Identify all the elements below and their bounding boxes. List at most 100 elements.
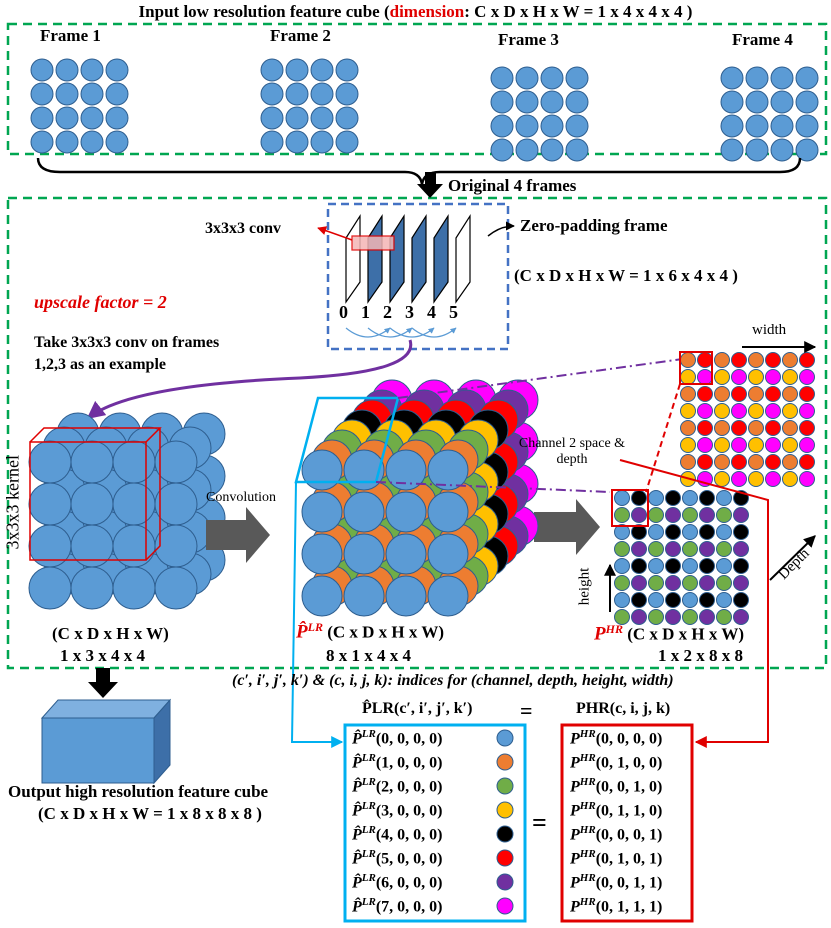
hr-front-dot — [699, 575, 715, 591]
frame-index-0: 0 — [339, 302, 348, 322]
kernel-dot — [112, 440, 156, 484]
mapping-color-dot — [496, 873, 514, 891]
feature-dot — [565, 138, 589, 162]
hr-front-dot — [665, 575, 681, 591]
hr-back-dot — [697, 420, 713, 436]
lr-dot — [427, 491, 469, 533]
slice-arc — [345, 327, 391, 338]
hr-back-dot — [697, 437, 713, 453]
mapping-color-dot — [496, 825, 514, 843]
convolution-label: Convolution — [206, 490, 277, 505]
hr-front-dot — [716, 524, 732, 540]
hr-back-dot — [748, 420, 764, 436]
feature-dot — [565, 90, 589, 114]
feature-dot — [795, 66, 819, 90]
kernel-dot — [70, 566, 114, 610]
hr-back-highlight — [679, 351, 713, 385]
indices-note: (c′, i′, j′, k′) & (c, i, j, k): indices… — [232, 672, 674, 689]
hr-front-dot — [614, 609, 630, 625]
hr-front-dot — [682, 524, 698, 540]
feature-dot — [80, 130, 104, 154]
hr-front-dot — [614, 524, 630, 540]
feature-dot — [310, 58, 334, 82]
channel-note: Channel 2 space & depth — [518, 436, 626, 467]
hr-front-dot — [648, 575, 664, 591]
lr-dot — [385, 575, 427, 617]
convolution-arrow — [206, 507, 270, 563]
hr-connector — [619, 459, 769, 748]
hr-front-dot — [716, 541, 732, 557]
hr-front-dot — [631, 507, 647, 523]
feature-dot — [515, 114, 539, 138]
hr-front-dot — [631, 558, 647, 574]
hr-front-dot — [665, 524, 681, 540]
hr-back-dot — [748, 403, 764, 419]
feature-dot — [565, 114, 589, 138]
feature-dot — [770, 66, 794, 90]
kernel-dot — [28, 566, 72, 610]
hr-back-dot — [765, 403, 781, 419]
conv-panel-border — [326, 202, 510, 351]
feature-dot — [310, 106, 334, 130]
hr-front-dot — [716, 558, 732, 574]
feature-dot — [335, 130, 359, 154]
hr-front-dot — [699, 541, 715, 557]
feature-dot — [105, 58, 129, 82]
frame-slice — [455, 213, 471, 304]
feature-dot — [745, 66, 769, 90]
frames-brace — [36, 157, 802, 185]
hr-front-dot — [648, 592, 664, 608]
output-line-2: (C x D x H x W = 1 x 8 x 8 x 8 ) — [38, 804, 262, 823]
hr-front-dot — [631, 592, 647, 608]
frame-3-label: Frame 3 — [498, 30, 559, 49]
hr-back-dot — [748, 437, 764, 453]
feature-dot — [745, 138, 769, 162]
lr-dot — [385, 449, 427, 491]
mapping-color-dot — [496, 897, 514, 915]
hr-back-dot — [782, 369, 798, 385]
feature-dot — [565, 66, 589, 90]
frame-slice — [411, 213, 427, 304]
hr-front-dot — [682, 609, 698, 625]
hr-back-dot — [697, 386, 713, 402]
hr-map-row: PHR(0, 1, 1, 0) — [570, 800, 663, 820]
hr-front-dot — [733, 558, 749, 574]
hr-front-dot — [614, 558, 630, 574]
feature-dot — [285, 130, 309, 154]
hr-front-dot — [631, 490, 647, 506]
upscale-factor: upscale factor = 2 — [34, 292, 167, 312]
frame-slice — [367, 213, 383, 304]
hr-front-dot — [665, 609, 681, 625]
hr-front-dot — [682, 541, 698, 557]
hr-title: PHR (C x D x H x W) — [594, 622, 744, 646]
hr-back-dot — [765, 420, 781, 436]
feature-dot — [30, 106, 54, 130]
lr-title: P̂LR (C x D x H x W) — [296, 620, 444, 644]
hr-front-dot — [614, 592, 630, 608]
process-panel-border — [6, 196, 828, 670]
lr-map-row: P̂LR(6, 0, 0, 0) — [352, 872, 443, 892]
hr-back-dot — [799, 369, 815, 385]
height-label: height — [576, 567, 593, 606]
hr-front-dot — [699, 609, 715, 625]
frame-index-3: 3 — [405, 302, 414, 322]
lr-map-row: P̂LR(2, 0, 0, 0) — [352, 776, 443, 796]
lr-dot — [427, 449, 469, 491]
hr-back-dot — [714, 471, 730, 487]
hr-back-dot — [714, 437, 730, 453]
width-label: width — [752, 322, 787, 338]
hr-front-highlight — [611, 489, 649, 527]
lr-dot — [343, 491, 385, 533]
header-equals: = — [520, 698, 533, 723]
original-frames-label: Original 4 frames — [448, 176, 577, 195]
feature-dot — [260, 58, 284, 82]
feature-dot — [30, 82, 54, 106]
hr-front-dot — [614, 575, 630, 591]
feature-dot — [540, 90, 564, 114]
guide-mid — [375, 481, 611, 493]
kernel-dot — [70, 482, 114, 526]
kernel-dot — [154, 524, 198, 568]
slice-arc — [389, 327, 435, 338]
hr-back-dot — [765, 454, 781, 470]
hr-back-dot — [680, 454, 696, 470]
